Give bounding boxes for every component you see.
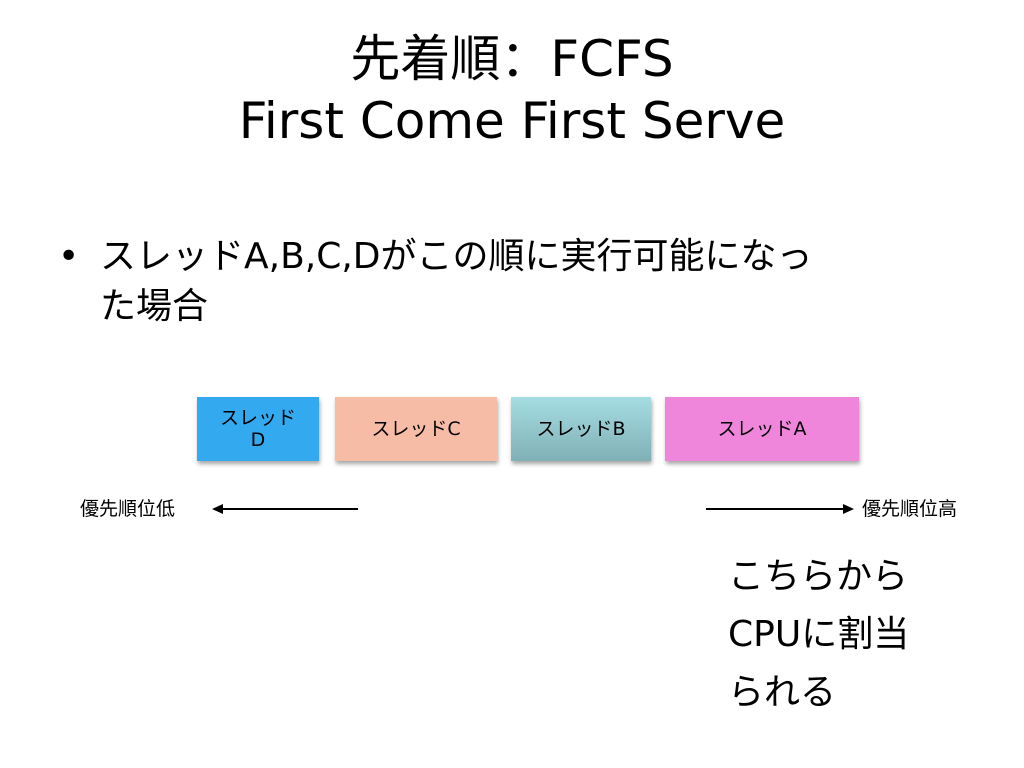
slide-title: 先着順：FCFS First Come First Serve xyxy=(0,28,1024,152)
priority-low-label: 優先順位低 xyxy=(80,498,176,520)
cpu-allocation-note: こちらから CPUに割当 られる xyxy=(728,548,909,722)
bullet-dot-icon: • xyxy=(58,236,80,277)
thread-a-box: スレッドA xyxy=(665,397,859,461)
title-line-1: 先着順：FCFS xyxy=(350,30,674,88)
thread-b-label: スレッドB xyxy=(536,418,626,440)
arrow-left-icon xyxy=(212,504,358,514)
title-line-2: First Come First Serve xyxy=(238,92,786,150)
thread-b-box: スレッドB xyxy=(511,397,651,461)
arrow-right-icon xyxy=(706,504,854,514)
note-line-2: CPUに割当 xyxy=(728,614,910,655)
priority-high-label: 優先順位高 xyxy=(862,498,958,520)
bullet-line-2: た場合 xyxy=(100,286,209,327)
thread-d-label-line-1: スレッド xyxy=(219,407,296,429)
thread-c-label: スレッドC xyxy=(371,418,461,440)
thread-d-box: スレッド D xyxy=(197,397,319,461)
note-line-3: られる xyxy=(728,672,837,713)
thread-d-label-line-2: D xyxy=(250,429,266,451)
bullet-item: • スレッドA,B,C,Dがこの順に実行可能になっ た場合 xyxy=(58,232,958,332)
bullet-list: • スレッドA,B,C,Dがこの順に実行可能になっ た場合 xyxy=(58,232,958,332)
note-line-1: こちらから xyxy=(728,556,909,597)
thread-a-label: スレッドA xyxy=(717,418,807,440)
bullet-line-1: スレッドA,B,C,Dがこの順に実行可能になっ xyxy=(100,236,813,277)
thread-c-box: スレッドC xyxy=(335,397,497,461)
